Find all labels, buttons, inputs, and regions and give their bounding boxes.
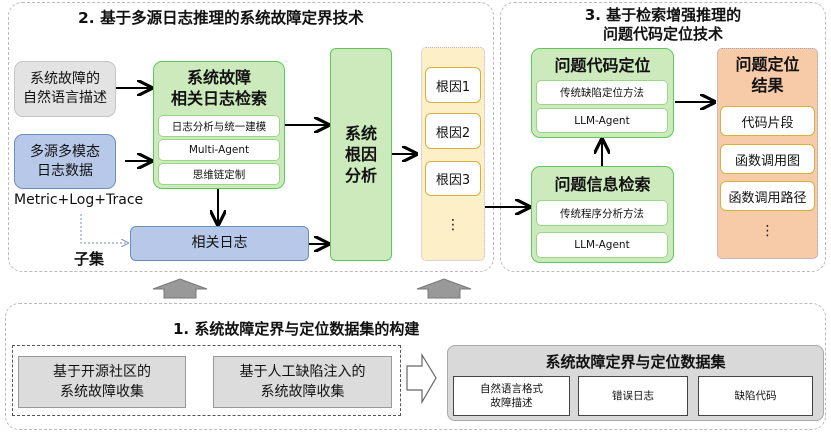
section1-title: 1. 系统故障定界与定位数据集的构建 <box>173 320 420 338</box>
result-item: 函数调用图 <box>720 144 815 174</box>
more-dots: ⋮ <box>446 217 460 233</box>
label: 故障描述 <box>490 397 533 409</box>
root-cause-item: 根因3 <box>425 161 481 196</box>
root-cause-item: 根因1 <box>425 67 481 103</box>
dataset-title: 系统故障定界与定位数据集 <box>545 353 726 371</box>
code-loc-item: 传统缺陷定位方法 <box>536 80 668 105</box>
label: 根因 <box>344 145 377 164</box>
retrieval-item: Multi-Agent <box>158 139 280 161</box>
hollow-right-arrow <box>406 352 437 405</box>
section1-panel <box>5 303 826 430</box>
big-up-arrow <box>152 278 208 299</box>
section3-title: 3. 基于检索增强推理的问题代码定位技术 <box>500 6 826 44</box>
retrieval-item: 思维链定制 <box>158 163 280 185</box>
label: 基于开源社区的 <box>53 364 151 380</box>
result-item: 代码片段 <box>720 106 815 136</box>
section3-panel <box>500 2 826 272</box>
subset-dotted-arrow <box>80 214 128 243</box>
label: 多源多模态 <box>30 143 100 160</box>
label: 缺陷代码 <box>734 390 777 402</box>
section2-title: 2. 基于多源日志推理的系统故障定界技术 <box>78 9 364 27</box>
label: 错误日志 <box>612 390 654 402</box>
label: 系统故障收集 <box>260 384 345 400</box>
info-item: 传统程序分析方法 <box>536 200 668 226</box>
title: 相关日志检索 <box>170 89 267 108</box>
title: 问题定位 <box>735 55 800 74</box>
title-line: 3. 基于检索增强推理的 <box>584 6 742 24</box>
label: 基于人工缺陷注入的 <box>239 364 366 380</box>
subset-label: 子集 <box>74 250 105 268</box>
root-cause-item: 根因2 <box>425 113 481 149</box>
retrieval-item: 日志分析与统一建模 <box>158 115 280 137</box>
title: 系统故障 <box>186 68 251 87</box>
label: 日志数据 <box>37 162 93 179</box>
related-logs-box: 相关日志 <box>130 226 309 261</box>
label: 分析 <box>344 166 377 185</box>
label: 自然语言格式 <box>480 383 543 395</box>
more-dots: ⋮ <box>760 223 775 239</box>
nl-description-box: 系统故障的自然语言描述 <box>14 61 116 117</box>
title-line: 问题代码定位技术 <box>602 25 723 43</box>
title: 结果 <box>751 76 784 95</box>
section2-panel <box>8 2 494 272</box>
multi-source-data-box: 多源多模态日志数据 <box>14 134 116 189</box>
label: 系统故障的 <box>30 71 100 87</box>
big-up-arrow <box>416 278 472 299</box>
fault-injection-collection-box: 基于人工缺陷注入的系统故障收集 <box>213 356 392 408</box>
label: 自然语言描述 <box>23 90 107 106</box>
label: 系统故障收集 <box>60 384 144 400</box>
title: 问题代码定位 <box>554 56 651 75</box>
code-loc-item: LLM-Agent <box>536 108 668 133</box>
metric-label: Metric+Log+Trace <box>14 192 144 208</box>
info-item: LLM-Agent <box>536 232 668 258</box>
dataset-item: 自然语言格式故障描述 <box>453 376 570 416</box>
dataset-item: 缺陷代码 <box>698 376 813 416</box>
open-source-collection-box: 基于开源社区的系统故障收集 <box>18 356 186 408</box>
title: 问题信息检索 <box>554 175 651 194</box>
root-cause-analysis-box: 系统根因分析 <box>330 48 392 261</box>
label: 系统 <box>344 124 377 143</box>
result-item: 函数调用路径 <box>720 181 815 211</box>
sources-group <box>12 345 401 416</box>
dataset-item: 错误日志 <box>578 376 688 416</box>
